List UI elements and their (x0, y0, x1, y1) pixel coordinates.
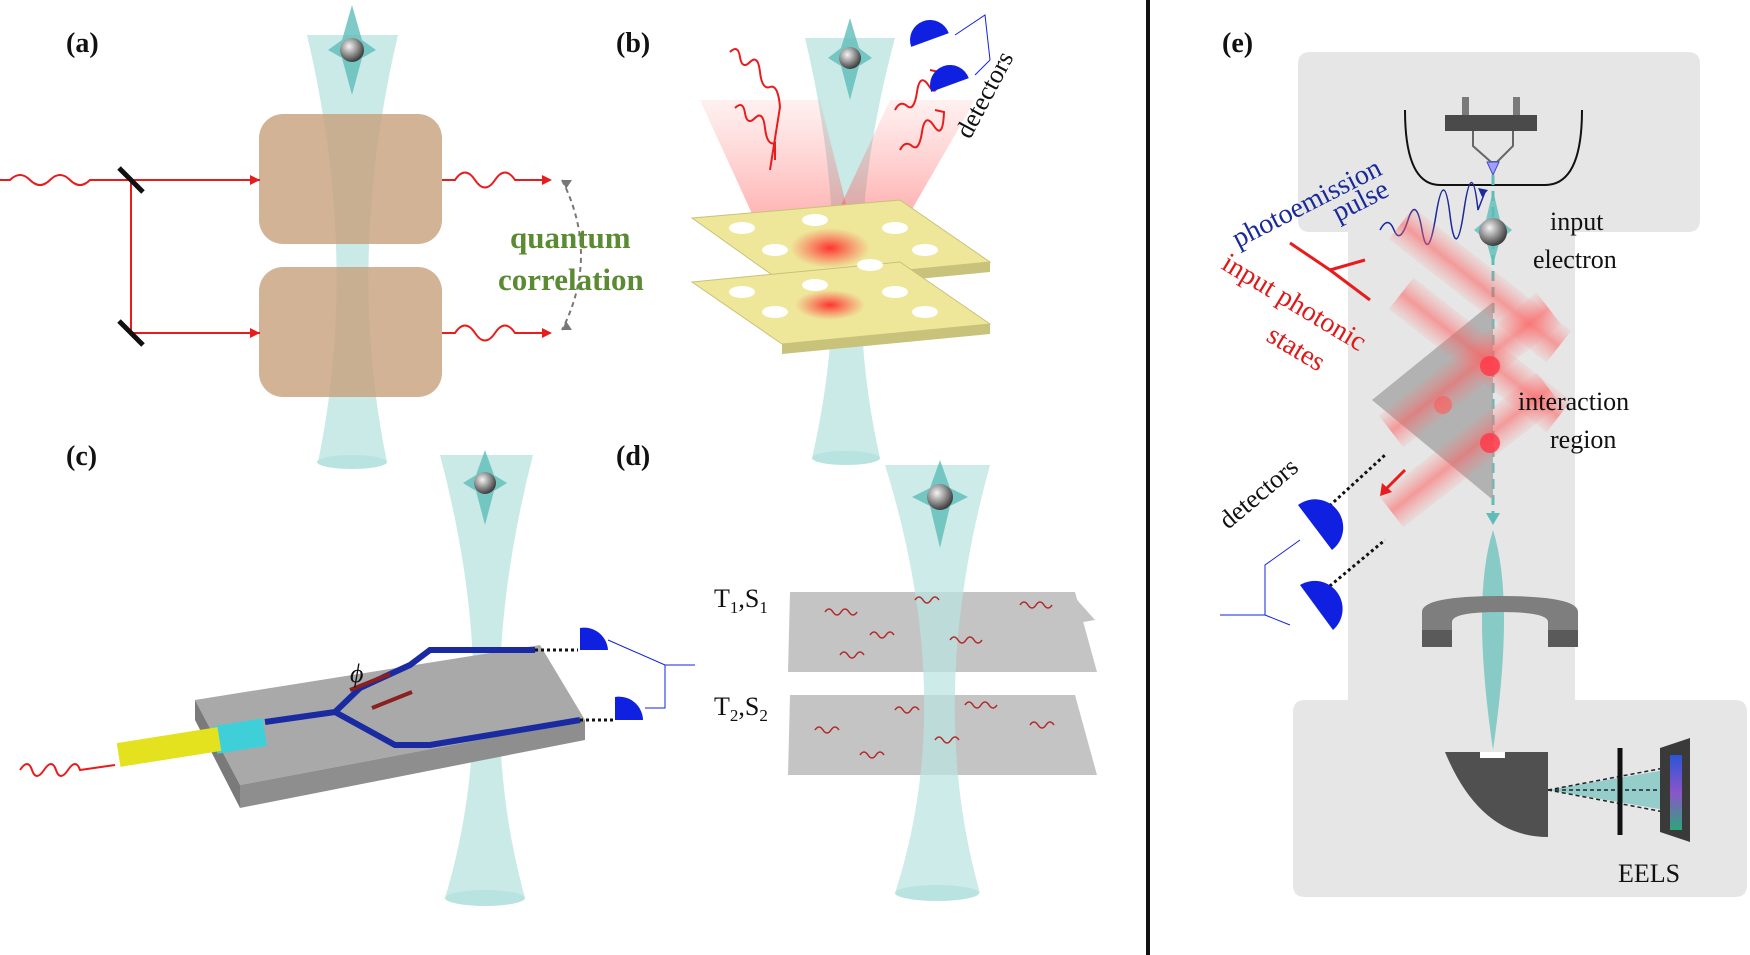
electron-wavepacket-d (912, 460, 968, 548)
interaction-label-2: region (1550, 425, 1616, 454)
input-electron-label-2: electron (1533, 245, 1617, 274)
detector-b2 (930, 65, 969, 92)
panel-c: (c) ϕ (19, 441, 695, 906)
detector-c2 (615, 696, 643, 720)
photonic-chip (195, 645, 585, 785)
correlation-label-1: quantum (510, 220, 631, 255)
panel-e: (e) photoemission pulse input electron i… (1213, 28, 1747, 897)
panel-label-d: (d) (616, 441, 650, 472)
spectrometer (1445, 738, 1690, 842)
mirror (117, 319, 145, 347)
projection-lens (1482, 530, 1504, 750)
electron-wavepacket-e (1474, 190, 1512, 265)
detectors-label-b: detectors (950, 46, 1020, 142)
phase-label: ϕ (350, 659, 363, 688)
input-fiber-yellow (116, 727, 222, 767)
film-2-label: T2,S2 (714, 692, 768, 725)
detector-e1 (1298, 499, 1344, 550)
electron-wavepacket-a (328, 5, 376, 95)
detectors-label-e: detectors (1213, 452, 1304, 535)
electron-wavepacket-b (828, 18, 872, 100)
interaction-label-1: interaction (1518, 387, 1629, 416)
electron-beam-d (885, 465, 990, 893)
input-electron-label-1: input (1550, 207, 1604, 236)
electron-beam-a (307, 35, 398, 462)
panel-a: (a) quantum correlation (0, 5, 644, 469)
panel-label-c: (c) (66, 441, 97, 472)
electron-wavepacket-c (463, 450, 507, 525)
panel-b: (b) detectors (616, 14, 1019, 465)
detector-e2 (1300, 580, 1343, 630)
panel-label-a: (a) (66, 28, 99, 59)
magnet-ring (1422, 596, 1578, 647)
microscope-chamber (1293, 52, 1747, 897)
panel-label-b: (b) (616, 28, 650, 59)
film-excitations (814, 596, 1055, 759)
slab-holes (729, 214, 938, 318)
input-coupler-cyan (213, 718, 267, 754)
correlation-label-2: correlation (498, 262, 644, 297)
correlation-arrow (561, 179, 582, 331)
phase-shifter (349, 672, 413, 710)
panel-label-e: (e) (1222, 28, 1253, 59)
crystal-top (259, 114, 442, 244)
detector-b1 (910, 20, 949, 47)
photonic-bands (1378, 207, 1572, 528)
panel-d: (d) T1,S1 T2,S2 (616, 441, 1097, 901)
crystal-bottom (259, 267, 442, 397)
beam-splitter (117, 166, 145, 194)
eels-label: EELS (1618, 859, 1680, 888)
film-1-label: T1,S1 (714, 584, 768, 617)
detector-c1 (580, 627, 608, 650)
